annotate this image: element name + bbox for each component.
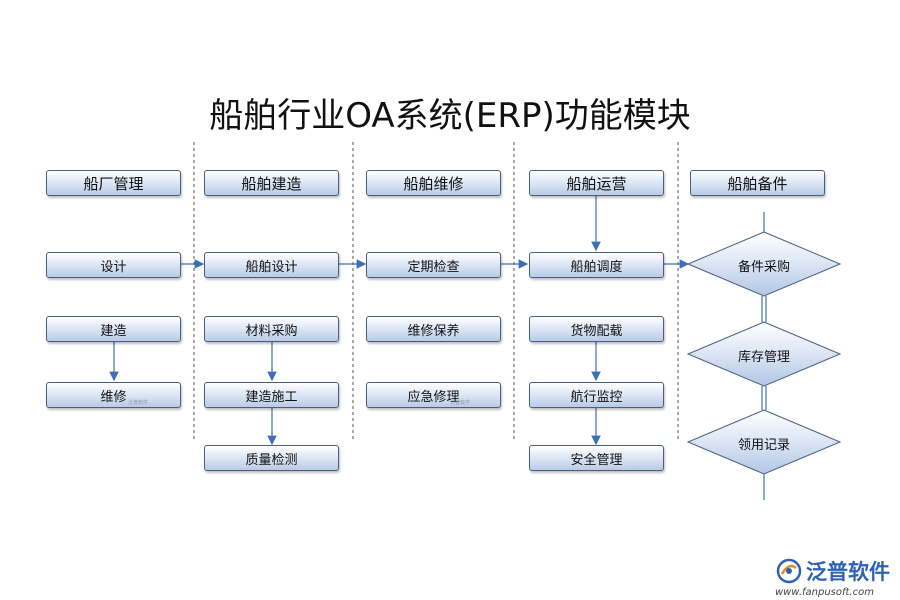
diamond-label-usage-record[interactable]: 领用记录: [737, 438, 790, 453]
page-title: 船舶行业OA系统(ERP)功能模块: [209, 96, 691, 136]
node-design[interactable]: 设计: [46, 252, 181, 278]
node-construction[interactable]: 建造施工: [204, 382, 339, 408]
diamond-label-spare-purchase[interactable]: 备件采购: [737, 260, 790, 275]
node-maintenance[interactable]: 维修保养: [366, 316, 501, 342]
header-shipyard-management[interactable]: 船厂管理: [46, 170, 181, 196]
brand-name: 泛普软件: [806, 560, 890, 584]
header-ship-maintenance[interactable]: 船舶维修: [366, 170, 501, 196]
header-ship-construction[interactable]: 船舶建造: [204, 170, 339, 196]
watermark: 泛普软件: [450, 400, 471, 406]
node-quality-inspection[interactable]: 质量检测: [204, 445, 339, 471]
diamond-label-inventory[interactable]: 库存管理: [737, 350, 790, 365]
diamond-spare-purchase: [686, 231, 842, 297]
node-navigation-monitor[interactable]: 航行监控: [529, 382, 664, 408]
brand-logo: 泛普软件: [776, 556, 890, 586]
diamond-usage-record: [686, 409, 842, 475]
node-ship-dispatch[interactable]: 船舶调度: [529, 252, 664, 278]
diamond-inventory: [686, 321, 842, 387]
node-safety-management[interactable]: 安全管理: [529, 445, 664, 471]
node-periodic-inspection[interactable]: 定期检查: [366, 252, 501, 278]
header-ship-spare-parts[interactable]: 船舶备件: [690, 170, 825, 196]
node-ship-design[interactable]: 船舶设计: [204, 252, 339, 278]
header-ship-operations[interactable]: 船舶运营: [529, 170, 664, 196]
watermark: 泛普软件: [128, 400, 149, 406]
node-repair[interactable]: 维修: [46, 382, 181, 408]
node-emergency-repair[interactable]: 应急修理: [366, 382, 501, 408]
node-cargo-loading[interactable]: 货物配载: [529, 316, 664, 342]
node-material-purchase[interactable]: 材料采购: [204, 316, 339, 342]
node-build[interactable]: 建造: [46, 316, 181, 342]
fanpu-logo-icon: [776, 558, 802, 584]
brand-url: www.fanpusoft.com: [774, 587, 874, 598]
